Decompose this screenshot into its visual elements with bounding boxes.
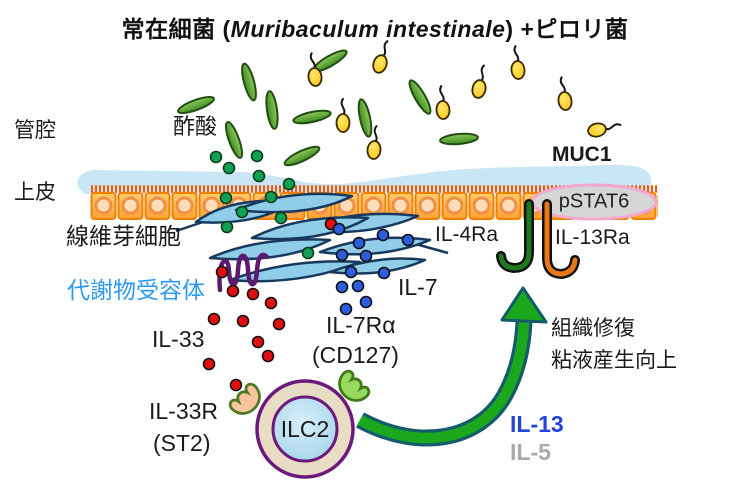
epithelium-microvilli: [90, 185, 658, 193]
pylori-bacterium-icon: [554, 75, 574, 112]
green-bacterium-icon: [355, 97, 375, 139]
title-suffix: ) +ピロリ菌: [505, 16, 629, 42]
il33-dots: [202, 217, 338, 392]
label-il33r: IL-33R: [149, 398, 219, 424]
label-acetate: 酢酸: [173, 114, 218, 139]
green-bacterium-icon: [221, 119, 247, 161]
il4ra-il13ra-receptor-icon: [496, 199, 580, 280]
metabolite-receptor-icon: [217, 252, 270, 293]
pylori-bacterium-icon: [469, 63, 492, 101]
label-il7ra: IL-7Rα: [326, 312, 396, 338]
pylori-bacterium-icon: [370, 38, 395, 76]
diagram-title: 常在細菌 (Muribaculum intestinale) +ピロリ菌: [0, 10, 750, 44]
label-il5: IL-5: [510, 439, 551, 465]
green-bacterium-icon: [405, 77, 435, 117]
label-metabolite-receptor: 代謝物受容体: [67, 277, 205, 303]
label-mucus-production: 粘液産生向上: [551, 349, 677, 372]
label-tissue-repair: 組織修復: [551, 317, 635, 340]
feedback-arrow-icon: [356, 286, 548, 447]
green-bacterium-icon: [291, 107, 333, 127]
label-il13: IL-13: [510, 411, 564, 437]
label-fibroblast: 線維芽細胞: [66, 223, 181, 249]
green-bacterium-icon: [438, 131, 480, 147]
ilc2-cell: [226, 367, 373, 479]
green-bacterium-icon: [281, 142, 323, 170]
pylori-bacterium-icon: [508, 44, 527, 81]
il7-dots: [332, 222, 415, 316]
label-lumen: 管腔: [14, 119, 56, 142]
title-species-name: Muribaculum intestinale: [230, 16, 506, 42]
green-bacterium-icon: [263, 89, 281, 131]
label-il33: IL-33: [152, 326, 205, 352]
green-bacterium-icon: [238, 61, 260, 103]
label-ilc2: ILC2: [280, 415, 330, 442]
green-bacterium-icon: [175, 92, 217, 118]
label-muc1: MUC1: [552, 143, 612, 166]
pylori-bacterium-icon: [585, 117, 623, 140]
label-st2: (ST2): [153, 430, 211, 456]
pylori-bacterium-icon: [335, 98, 351, 133]
pylori-bacterium-icon: [433, 84, 452, 121]
label-cd127: (CD127): [312, 342, 399, 368]
green-bacteria: [175, 46, 480, 170]
label-il13ra: IL-13Ra: [555, 226, 630, 249]
title-prefix: 常在細菌 (: [121, 16, 231, 42]
label-epithelium: 上皮: [14, 181, 56, 204]
acetate-dots: [209, 149, 315, 260]
label-il7: IL-7: [398, 274, 438, 300]
label-il4ra: IL-4Ra: [435, 223, 499, 246]
label-pstat6: pSTAT6: [558, 190, 630, 213]
